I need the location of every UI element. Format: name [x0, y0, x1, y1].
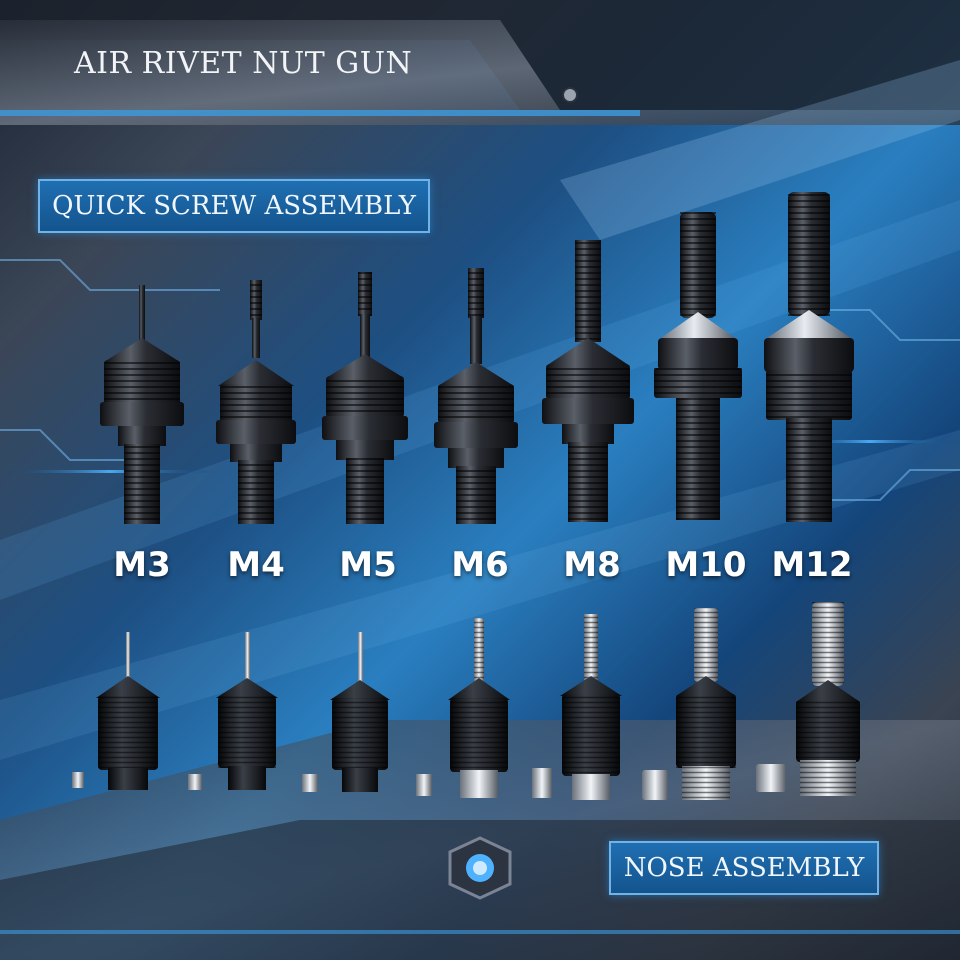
nose-assembly-m6: [416, 618, 510, 798]
nose-assembly-m10: [642, 608, 736, 800]
nose-assembly-m3: [72, 632, 160, 790]
quick-screw-m10: [654, 212, 742, 520]
quick-screw-m4: [216, 280, 296, 524]
size-label-m6: M6: [451, 545, 509, 585]
size-label-m5: M5: [339, 545, 397, 585]
quick-screw-m3: [100, 285, 184, 524]
size-label-m8: M8: [563, 545, 621, 585]
nose-assembly-m5: [302, 632, 390, 792]
quick-screw-m12: [764, 192, 854, 522]
nose-assembly-m4: [188, 632, 278, 790]
page-title: AIR RIVET NUT GUN: [74, 46, 413, 81]
size-label-m4: M4: [227, 545, 285, 585]
nose-assembly-label: NOSE ASSEMBLY: [609, 841, 879, 895]
size-label-m12: M12: [771, 545, 853, 585]
size-label-m10: M10: [665, 545, 747, 585]
nose-assembly-m12: [756, 602, 860, 796]
quick-screw-m5: [322, 272, 408, 524]
quick-screw-m8: [542, 240, 634, 522]
quick-screw-m6: [434, 268, 518, 524]
quick-screw-assembly-label: QUICK SCREW ASSEMBLY: [38, 179, 430, 233]
size-label-m3: M3: [113, 545, 171, 585]
nose-assembly-m8: [532, 614, 622, 800]
